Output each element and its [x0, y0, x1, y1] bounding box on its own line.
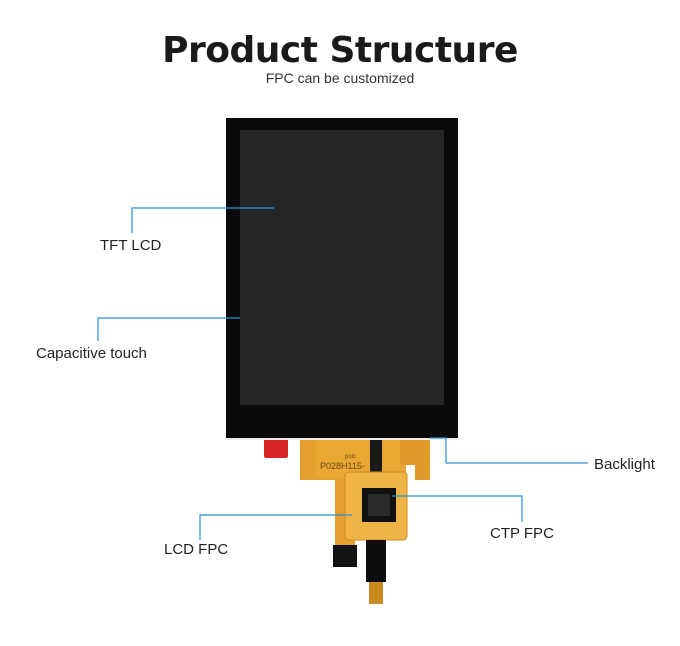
- leader-ctp-fpc: [392, 495, 523, 522]
- label-capacitive-touch: Capacitive touch: [36, 345, 147, 362]
- leader-lines: [97, 207, 588, 540]
- display-screen: [240, 130, 444, 405]
- page-subtitle: FPC can be customized: [265, 70, 415, 86]
- leader-capacitive-touch: [97, 317, 240, 341]
- ctp-fpc-board: [344, 471, 408, 604]
- leader-tft-lcd: [131, 207, 274, 233]
- lcd-fpc-cable: P028H115- polc: [300, 438, 430, 567]
- label-lcd-fpc: LCD FPC: [164, 541, 229, 558]
- leader-lcd-fpc: [199, 514, 352, 540]
- page-title: Product Structure: [162, 30, 518, 71]
- label-ctp-fpc: CTP FPC: [490, 525, 554, 542]
- fpc-part-number: P028H115-: [320, 461, 365, 471]
- fpc-small-text: polc: [345, 454, 356, 460]
- label-tft-lcd: TFT LCD: [100, 237, 162, 254]
- label-backlight: Backlight: [594, 456, 655, 473]
- fpc-black-strip: [370, 438, 382, 478]
- red-tab: [264, 438, 288, 458]
- leader-backlight: [430, 437, 588, 464]
